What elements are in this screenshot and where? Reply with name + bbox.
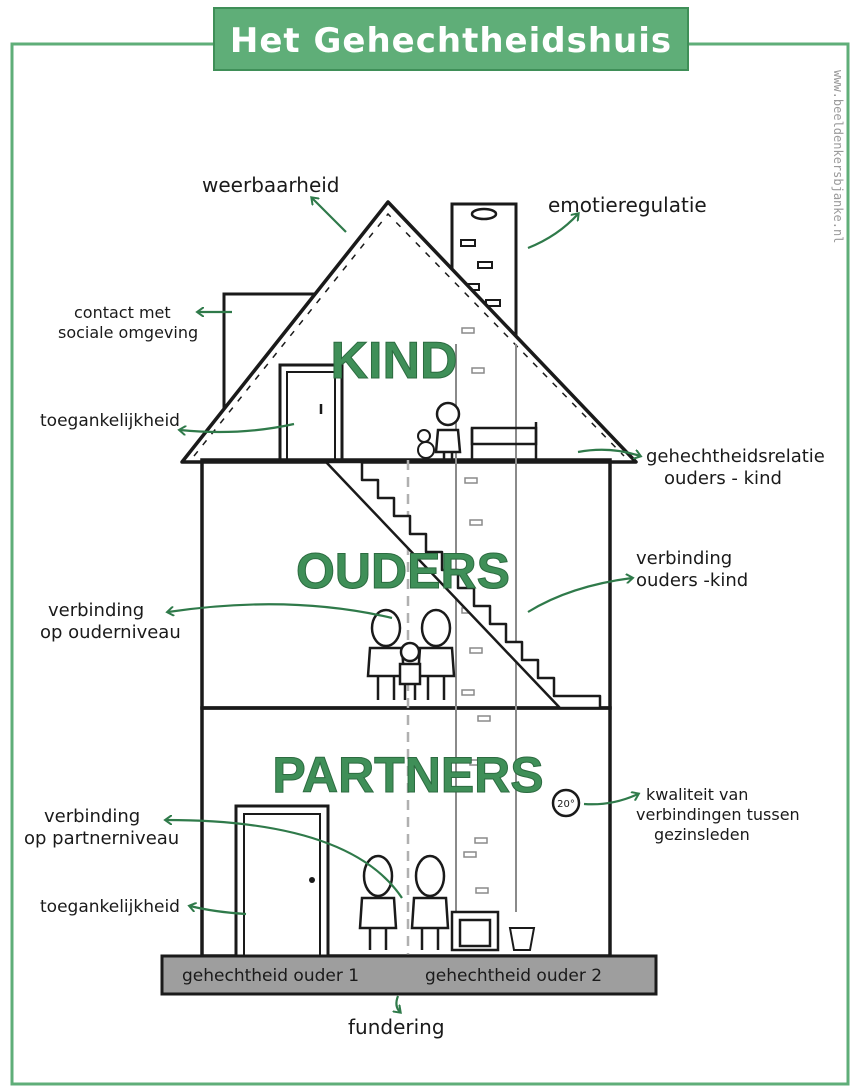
label-kwaliteit-1: kwaliteit van [646,785,748,804]
floor-label-partners: PARTNERS [272,747,543,803]
label-verbinding-ok-2: ouders -kind [636,570,748,591]
front-door [234,804,330,958]
label-fundering: fundering [348,1015,445,1039]
thermostat-value: 20° [557,799,575,810]
bed [470,422,538,460]
staircase [325,460,602,710]
title-banner: Het Gehechtheidshuis [213,7,689,71]
thermostat: 20° [551,788,581,818]
label-verbinding-ouder-2: op ouderniveau [40,622,181,643]
foundation-label-right: gehechtheid ouder 2 [425,966,602,986]
attic-door [278,363,344,464]
label-verbinding-partner-1: verbinding [44,806,140,827]
title-text: Het Gehechtheidshuis [230,21,672,61]
credit-text: www.beeldenkersbjanke.nl [831,70,845,243]
floor-label-ouders: OUDERS [296,543,510,599]
label-kwaliteit-3: gezinsleden [654,825,750,844]
family-figures [366,608,456,700]
label-contact-2: sociale omgeving [58,323,198,342]
label-toegankelijkheid-top: toegankelijkheid [40,411,180,431]
foundation: gehechtheid ouder 1 gehechtheid ouder 2 [160,954,658,996]
partner-figures [358,854,450,950]
label-contact-1: contact met [74,303,171,322]
label-weerbaarheid: weerbaarheid [202,173,340,197]
annotation-arrows [166,198,640,1012]
teddy-bear [417,429,435,459]
floor-label-kind: KIND [330,332,457,390]
label-kwaliteit-2: verbindingen tussen [636,805,800,824]
label-emotieregulatie: emotieregulatie [548,193,707,217]
child-figure [434,401,462,462]
fireplace [450,910,500,952]
foundation-label-left: gehechtheid ouder 1 [182,966,359,986]
annotations: weerbaarheid emotieregulatie contact met… [24,173,825,1039]
label-verbinding-partner-2: op partnerniveau [24,828,179,849]
label-gehechtheidsrelatie-1: gehechtheidsrelatie [646,446,825,467]
label-verbinding-ok-1: verbinding [636,548,732,569]
label-toegankelijkheid-bottom: toegankelijkheid [40,897,180,917]
label-gehechtheidsrelatie-2: ouders - kind [664,468,782,489]
wood-basket [508,927,536,951]
label-verbinding-ouder-1: verbinding [48,600,144,621]
